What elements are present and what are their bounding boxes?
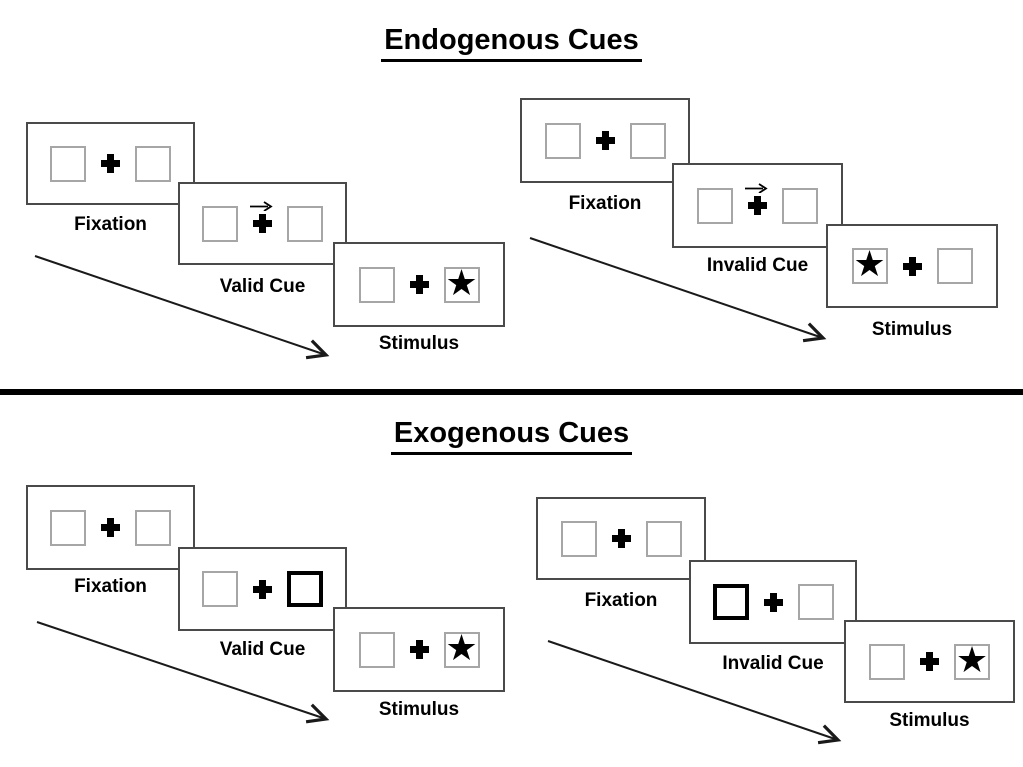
star-target-icon: ★: [445, 627, 478, 669]
stimulus-panel: ★: [333, 242, 505, 327]
stimulus-panel: ★: [826, 224, 998, 308]
section-title-exogenous: Exogenous Cues: [0, 417, 1023, 455]
center-marker: [253, 579, 272, 599]
cue-direction-arrow-icon: [745, 183, 768, 193]
valid-cue-panel: [178, 182, 347, 265]
fixation-panel: [520, 98, 690, 183]
invalid-cue-panel: [672, 163, 843, 248]
right-box: ★: [954, 639, 990, 681]
section-title-endogenous: Endogenous Cues: [0, 24, 1023, 62]
right-box: [629, 122, 666, 159]
panel-label: Stimulus: [889, 710, 970, 731]
fixation-cross-icon: [902, 256, 922, 276]
left-box: [202, 205, 238, 242]
center-marker: [920, 652, 939, 671]
center-marker: [409, 275, 429, 294]
left-box: [358, 266, 395, 303]
center-marker: [595, 131, 615, 150]
fixation-cross-icon: [101, 154, 120, 173]
left-box: [560, 520, 597, 557]
star-target-icon: ★: [955, 639, 989, 681]
right-box: ★: [443, 262, 480, 304]
right-box: ★: [443, 627, 480, 669]
fixation-cross-icon: [253, 214, 272, 233]
fixation-cross-icon: [920, 652, 939, 671]
center-marker: [101, 518, 120, 537]
panel-label: Fixation: [74, 576, 147, 597]
fixation-cross-icon: [409, 275, 429, 294]
fixation-cross-icon: [748, 196, 767, 215]
fixation-panel: [26, 122, 195, 205]
star-target-icon: ★: [853, 244, 886, 285]
center-marker: [902, 256, 922, 276]
left-box: [50, 145, 86, 182]
trial-sequence-arrow-icon: [547, 640, 842, 745]
center-marker: [611, 529, 631, 548]
center-marker: [250, 201, 273, 233]
left-box: [50, 509, 86, 546]
fixation-panel: [26, 485, 195, 570]
fixation-cross-icon: [763, 592, 783, 612]
fixation-cross-icon: [409, 640, 429, 659]
invalid-cue-panel: [689, 560, 857, 644]
panel-label: Fixation: [568, 193, 642, 214]
panel-label: Invalid Cue: [706, 255, 809, 276]
right-box: [135, 145, 171, 182]
fixation-cross-icon: [101, 518, 120, 537]
trial-sequence-arrow-icon: [34, 255, 330, 360]
section-divider: [0, 389, 1023, 395]
right-box: [782, 187, 818, 224]
left-box: [202, 571, 238, 607]
valid-cue-panel: [178, 547, 347, 631]
center-marker: [409, 640, 429, 659]
left-box: [544, 122, 581, 159]
panel-label: Valid Cue: [219, 276, 306, 297]
right-box: [287, 205, 323, 242]
left-box: [697, 187, 733, 224]
fixation-cross-icon: [253, 579, 272, 599]
panel-label: Fixation: [74, 214, 147, 235]
stimulus-panel: ★: [333, 607, 505, 692]
panel-label: Stimulus: [871, 319, 953, 340]
right-box-highlighted: [287, 571, 323, 607]
trial-sequence-arrow-icon: [36, 621, 330, 724]
left-box: [358, 631, 395, 668]
trial-sequence-arrow-icon: [529, 237, 827, 343]
stimulus-panel: ★: [844, 620, 1015, 703]
fixation-panel: [536, 497, 706, 580]
star-target-icon: ★: [445, 262, 478, 304]
right-box: [936, 248, 973, 284]
panel-label: Stimulus: [378, 699, 460, 720]
panel-label: Fixation: [584, 590, 658, 611]
right-box: [645, 520, 682, 557]
cue-direction-arrow-icon: [250, 201, 273, 211]
left-box: [869, 643, 905, 680]
center-marker: [763, 592, 783, 612]
center-marker: [745, 183, 768, 215]
left-box: ★: [851, 244, 888, 285]
panel-label: Valid Cue: [219, 639, 306, 660]
panel-label: Invalid Cue: [722, 653, 824, 674]
right-box: [135, 509, 171, 546]
center-marker: [101, 154, 120, 173]
right-box: [797, 584, 834, 620]
fixation-cross-icon: [595, 131, 615, 150]
fixation-cross-icon: [611, 529, 631, 548]
left-box-highlighted: [712, 584, 749, 620]
panel-label: Stimulus: [378, 333, 460, 354]
